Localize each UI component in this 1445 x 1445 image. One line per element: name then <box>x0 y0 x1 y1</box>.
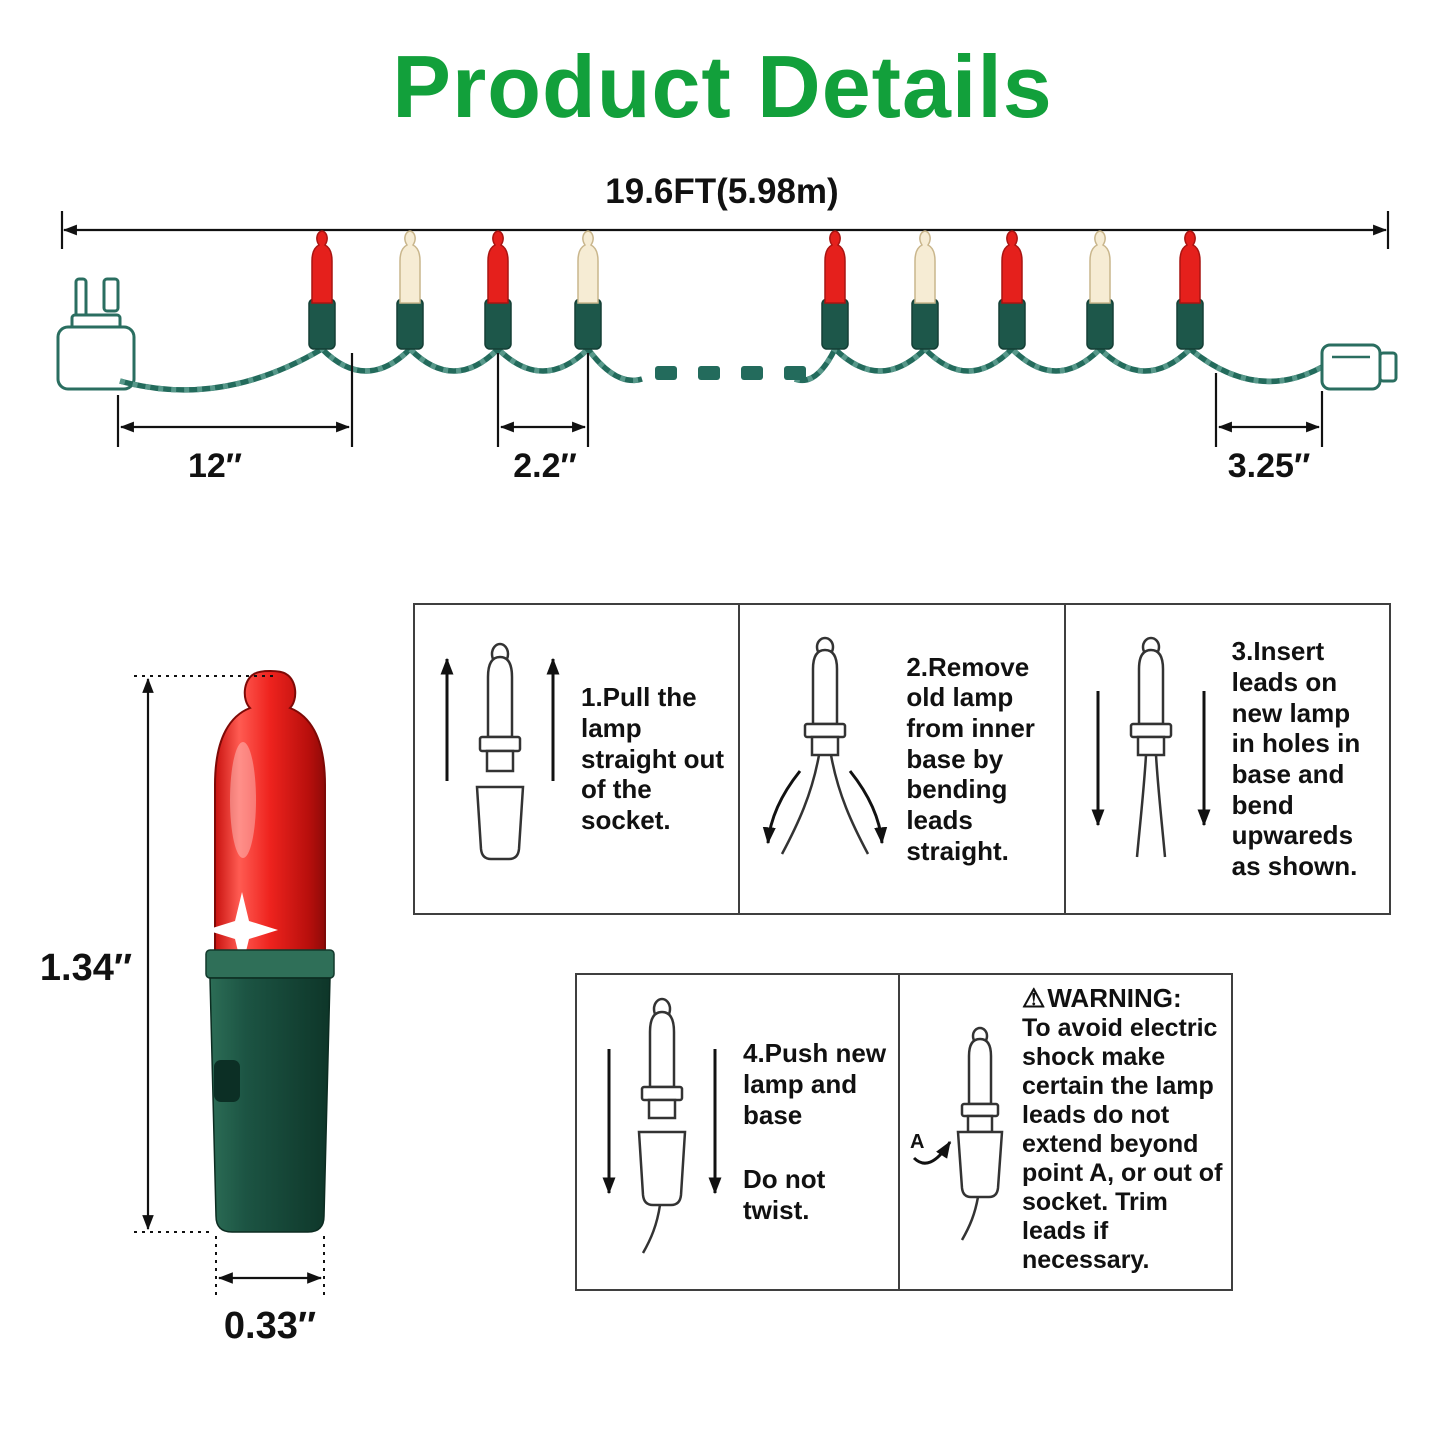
plug-spacing-label: 12″ <box>188 447 242 485</box>
detail-bulb-glass <box>206 670 326 968</box>
warning-heading: WARNING: <box>1047 983 1182 1013</box>
string-bulb <box>484 230 512 350</box>
string-bulb <box>998 230 1026 350</box>
insert-leads-illustration <box>1091 636 1211 858</box>
step-box-2: 2.Remove old lamp from inner base by ben… <box>738 603 1066 915</box>
tail-spacing-label: 3.25″ <box>1228 447 1310 485</box>
step-4-line1: 4.Push new lamp and base <box>743 1038 887 1130</box>
string-bulb <box>821 230 849 350</box>
bulb-width-label: 0.33″ <box>224 1305 316 1347</box>
string-bulb <box>1176 230 1204 350</box>
page-title: Product Details <box>392 37 1053 136</box>
point-a-label: A <box>910 1131 924 1153</box>
string-bulb <box>308 230 336 350</box>
bottom-instructions-row: 4.Push new lamp and base Do not twist. A… <box>575 973 1233 1291</box>
warning-box: A ⚠ WARNING: To avoid electric shock mak… <box>898 973 1233 1291</box>
point-a-arrow-icon <box>912 1140 952 1165</box>
step-box-3: 3.Insert leads on new lamp in holes in b… <box>1063 603 1391 915</box>
step-box-4: 4.Push new lamp and base Do not twist. <box>575 973 900 1291</box>
step-text: 3.Insert leads on new lamp in holes in b… <box>1231 636 1361 882</box>
power-plug-icon <box>56 277 136 391</box>
bend-arrow-icon <box>849 770 888 845</box>
pull-lamp-illustration <box>440 642 560 861</box>
push-lamp-illustration <box>602 997 722 1254</box>
bulb-spacing-label: 2.2″ <box>513 447 577 485</box>
step-text: 4.Push new lamp and base Do not twist. <box>737 1038 888 1225</box>
bulb-height-label: 1.34″ <box>40 947 132 989</box>
string-bulb <box>1086 230 1114 350</box>
warning-body: To avoid electric shock make certain the… <box>1022 1014 1223 1274</box>
point-a-illustration: A <box>910 1026 1004 1241</box>
end-connector-icon <box>1320 343 1398 391</box>
warning-text: ⚠ WARNING: To avoid electric shock make … <box>1022 983 1223 1275</box>
string-bulb <box>396 230 424 350</box>
string-bulb <box>574 230 602 350</box>
string-wire <box>119 344 1324 393</box>
bend-arrow-icon <box>763 770 802 845</box>
step-text: 1.Pull the lamp straight out of the sock… <box>581 682 724 835</box>
total-length-label: 19.6FT(5.98m) <box>605 172 838 211</box>
remove-lamp-illustration <box>763 636 888 855</box>
star-glare-icon <box>206 892 278 968</box>
step-text: 2.Remove old lamp from inner base by ben… <box>906 651 1035 866</box>
bulb-dimension-diagram: 1.34″ 0.33″ <box>40 670 335 1347</box>
string-lights-diagram: 19.6FT(5.98m) <box>56 172 1398 485</box>
detail-bulb-base <box>205 949 335 1233</box>
continuation-dots <box>655 366 806 380</box>
step-box-1: 1.Pull the lamp straight out of the sock… <box>413 603 741 915</box>
replacement-steps-row: 1.Pull the lamp straight out of the sock… <box>413 603 1391 915</box>
warning-icon: ⚠ <box>1022 983 1046 1013</box>
step-4-line2: Do not twist. <box>743 1164 826 1225</box>
string-bulb <box>911 230 939 350</box>
